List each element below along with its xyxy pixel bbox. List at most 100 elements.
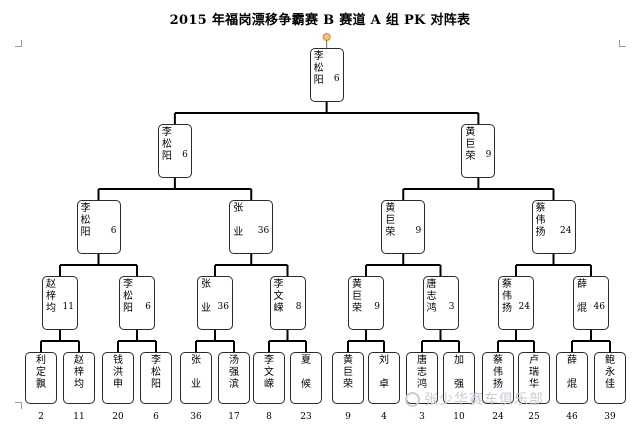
player-name: 黄 巨 荣 <box>385 203 396 238</box>
bracket-leaf-box: 张 业 <box>180 352 212 404</box>
player-name: 张 业 <box>233 203 244 238</box>
wechat-logo-icon <box>405 392 420 407</box>
player-name: 蔡 伟 扬 <box>535 203 546 238</box>
bracket-leaf-box: 卢 瑞 华 <box>518 352 550 404</box>
player-score: 6 <box>145 302 151 312</box>
bracket-leaf-box: 薛 焜 <box>556 352 588 404</box>
player-score: 24 <box>492 412 504 422</box>
player-score: 46 <box>566 412 578 422</box>
player-name: 李 松 阳 <box>80 203 91 238</box>
bracket-leaf-box: 李 松 阳 <box>140 352 172 404</box>
player-name: 唐 志 鸿 <box>426 279 437 314</box>
player-name: 张 业 <box>191 355 201 390</box>
player-name: 李 文 嵘 <box>273 279 284 314</box>
player-name: 李 松 阳 <box>161 127 172 162</box>
player-name: 黄 巨 荣 <box>343 355 353 390</box>
bracket-node-box: 张 业 36 <box>197 276 233 330</box>
bracket-node-box: 李 松 阳 6 <box>76 200 121 254</box>
player-score: 17 <box>228 412 240 422</box>
player-name: 薛 焜 <box>567 355 577 390</box>
bracket-leaf-box: 赵 梓 均 <box>63 352 95 404</box>
player-name: 张 业 <box>201 279 211 314</box>
player-score: 39 <box>604 412 616 422</box>
bracket-node-box: 唐 志 鸿 3 <box>422 276 459 330</box>
player-name: 刘 卓 <box>379 355 389 390</box>
player-name: 李 松 阳 <box>123 279 133 314</box>
player-score: 4 <box>381 412 387 422</box>
player-score: 8 <box>295 302 302 312</box>
watermark-text: 张少华赛车俱乐部 <box>424 392 544 408</box>
watermark: 张少华赛车俱乐部 <box>405 389 544 409</box>
player-score: 24 <box>560 226 572 236</box>
bracket-leaf-box: 鲍 永 佳 <box>594 352 626 404</box>
player-name: 夏 候 <box>301 355 311 390</box>
bracket-node-box: 蔡 伟 扬 24 <box>498 276 534 330</box>
player-name: 李 松 阳 <box>151 355 161 390</box>
player-score: 6 <box>110 226 117 236</box>
player-score: 6 <box>153 412 159 422</box>
player-name: 钱 洪 申 <box>113 355 123 390</box>
player-name: 赵 梓 均 <box>46 279 56 314</box>
bracket-node-box: 李 松 阳 6 <box>157 124 192 178</box>
bracket-leaf-box: 利 定 飘 <box>25 352 57 404</box>
bracket-node-box: 黄 巨 荣 9 <box>348 276 384 330</box>
bracket-leaf-box: 汤 强 滨 <box>218 352 250 404</box>
player-score: 11 <box>62 302 74 312</box>
player-score: 36 <box>190 412 202 422</box>
bracket-leaf-box: 夏 候 <box>290 352 322 404</box>
page-corner-mark <box>15 40 22 47</box>
player-name: 加 强 <box>454 355 464 390</box>
bracket-node-box: 薛 焜 46 <box>573 276 609 330</box>
player-score: 3 <box>448 302 455 312</box>
bracket-node-box: 李 文 嵘 8 <box>269 276 306 330</box>
player-score: 3 <box>419 412 425 422</box>
page-title: 2015 年福岗漂移争霸赛 B 赛道 A 组 PK 对阵表 <box>169 13 471 28</box>
player-score: 8 <box>266 412 272 422</box>
player-name: 蔡 伟 扬 <box>493 355 503 390</box>
player-score: 9 <box>345 412 351 422</box>
player-score: 2 <box>38 412 44 422</box>
bracket-leaf-box: 钱 洪 申 <box>102 352 134 404</box>
bracket-leaf-box: 李 文 嵘 <box>253 352 285 404</box>
player-score: 46 <box>593 302 605 312</box>
player-score: 9 <box>485 150 492 160</box>
page-corner-mark <box>15 402 22 409</box>
player-name: 卢 瑞 华 <box>529 355 539 390</box>
player-name: 李 文 嵘 <box>264 355 274 390</box>
player-name: 李 松 阳 <box>313 51 324 86</box>
player-name: 黄 巨 荣 <box>352 279 362 314</box>
player-name: 黄 巨 荣 <box>465 127 476 162</box>
player-score: 24 <box>518 302 530 312</box>
bracket-node-box: 蔡 伟 扬 24 <box>531 200 576 254</box>
player-name: 蔡 伟 扬 <box>502 279 512 314</box>
player-name: 利 定 飘 <box>36 355 46 390</box>
bracket-node-box: 张 业 36 <box>229 200 274 254</box>
page-corner-mark <box>619 40 626 47</box>
player-score: 9 <box>374 302 380 312</box>
bracket-node-box: 李 松 阳 6 <box>309 48 344 102</box>
bracket-node-box: 黄 巨 荣 9 <box>461 124 496 178</box>
player-score: 10 <box>453 412 465 422</box>
bracket-leaf-box: 蔡 伟 扬 <box>482 352 514 404</box>
player-name: 鲍 永 佳 <box>605 355 615 390</box>
player-score: 36 <box>257 226 270 236</box>
bracket-node-box: 黄 巨 荣 9 <box>381 200 426 254</box>
rotate-handle[interactable] <box>322 33 331 41</box>
player-score: 11 <box>73 412 85 422</box>
player-score: 20 <box>112 412 124 422</box>
player-score: 9 <box>415 226 422 236</box>
player-score: 6 <box>182 150 188 160</box>
bracket-node-box: 赵 梓 均 11 <box>42 276 78 330</box>
player-name: 唐 志 鸿 <box>417 355 427 390</box>
player-name: 赵 梓 均 <box>74 355 84 390</box>
player-score: 36 <box>217 302 229 312</box>
bracket-leaf-box: 加 强 <box>443 352 475 404</box>
player-score: 6 <box>333 74 340 84</box>
player-score: 25 <box>528 412 540 422</box>
bracket-node-box: 李 松 阳 6 <box>119 276 155 330</box>
player-name: 薛 焜 <box>577 279 587 314</box>
player-score: 23 <box>300 412 312 422</box>
player-name: 汤 强 滨 <box>229 355 239 390</box>
bracket-leaf-box: 黄 巨 荣 <box>332 352 364 404</box>
